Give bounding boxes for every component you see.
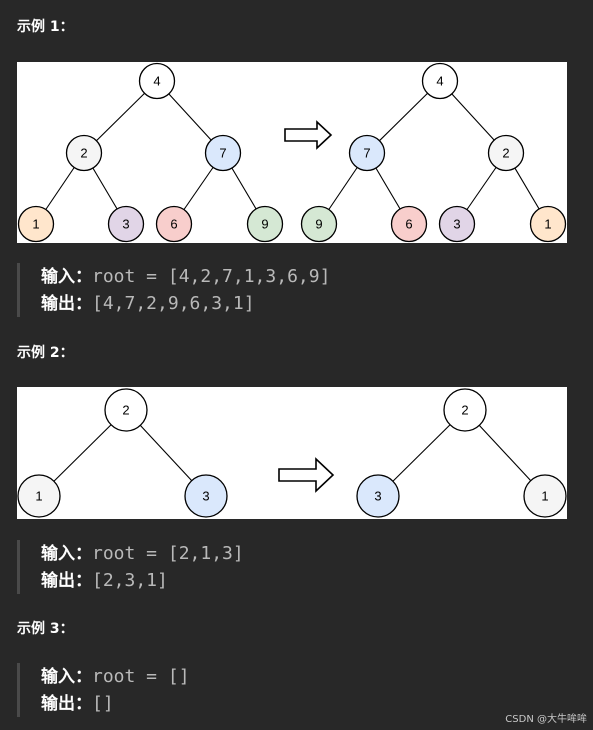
input-line: 输入：root = [2,1,3] [41,540,244,567]
output-line: 输出：[2,3,1] [41,567,244,594]
output-label: 输出： [41,571,92,591]
example-1-figure: 4 2 7 1 3 6 9 4 [17,62,567,243]
tree-node-label: 3 [122,217,129,232]
tree-node-label: 6 [170,217,177,232]
input-label: 输入： [41,667,92,687]
example-2-tree-diagram: 2 1 3 2 3 1 [17,388,567,518]
output-line: 输出：[4,7,2,9,6,3,1] [41,290,330,317]
output-label: 输出： [41,294,92,314]
tree-node: 1 [17,474,61,518]
output-label: 输出： [41,694,92,714]
tree-node-label: 4 [436,74,443,89]
tree-node: 7 [204,134,242,172]
tree-node-label: 9 [315,217,322,232]
tree-node-label: 7 [219,146,226,161]
tree-node: 2 [487,134,525,172]
input-value: root = [2,1,3] [92,543,244,564]
tree-node: 1 [529,205,567,243]
example-3-io-block: 输入：root = [] 输出：[] [17,663,190,717]
example-2-figure: 2 1 3 2 3 1 [17,387,567,519]
tree-node: 3 [438,205,476,243]
example-1-heading: 示例 1： [17,19,74,35]
tree-node-label: 7 [363,146,370,161]
tree-node-label: 2 [80,146,87,161]
tree-node-label: 2 [122,403,129,418]
tree-node: 3 [356,474,400,518]
output-value: [] [92,693,114,714]
input-value: root = [4,2,7,1,3,6,9] [92,266,331,287]
tree-node-label: 2 [502,146,509,161]
example-1-io-block: 输入：root = [4,2,7,1,3,6,9] 输出：[4,7,2,9,6,… [17,263,330,317]
tree-node: 4 [138,62,176,100]
tree-node: 1 [523,474,567,518]
input-label: 输入： [41,267,92,287]
tree-node-label: 3 [374,489,381,504]
tree-node: 9 [246,205,284,243]
example-3-heading: 示例 3： [17,621,74,637]
tree-node-label: 1 [541,489,548,504]
tree-node-label: 1 [32,217,39,232]
tree-node: 2 [443,388,487,432]
tree-node-label: 6 [405,217,412,232]
tree-node-label: 3 [202,489,209,504]
tree-node-label: 4 [153,74,160,89]
tree-node: 3 [107,205,145,243]
input-label: 输入： [41,544,92,564]
input-line: 输入：root = [4,2,7,1,3,6,9] [41,263,330,290]
tree-node: 2 [104,388,148,432]
tree-node-label: 9 [261,217,268,232]
watermark: CSDN @大牛哞哞 [505,714,587,725]
tree-node: 6 [155,205,193,243]
tree-node-label: 2 [461,403,468,418]
tree-node: 3 [184,474,228,518]
input-value: root = [] [92,666,190,687]
right-arrow-icon [284,120,333,150]
tree-node-label: 1 [544,217,551,232]
example-2-heading: 示例 2： [17,345,74,361]
input-line: 输入：root = [] [41,663,190,690]
example-1-tree-diagram: 4 2 7 1 3 6 9 4 [17,62,567,243]
tree-node-label: 1 [35,489,42,504]
tree-node-label: 3 [453,217,460,232]
tree-node: 7 [348,134,386,172]
right-arrow-icon [278,457,335,493]
output-line: 输出：[] [41,690,190,717]
tree-node: 1 [17,205,55,243]
tree-node: 6 [390,205,428,243]
output-value: [4,7,2,9,6,3,1] [92,293,255,314]
tree-node: 4 [421,62,459,100]
example-2-io-block: 输入：root = [2,1,3] 输出：[2,3,1] [17,540,244,594]
tree-node: 9 [300,205,338,243]
output-value: [2,3,1] [92,570,168,591]
tree-node: 2 [65,134,103,172]
